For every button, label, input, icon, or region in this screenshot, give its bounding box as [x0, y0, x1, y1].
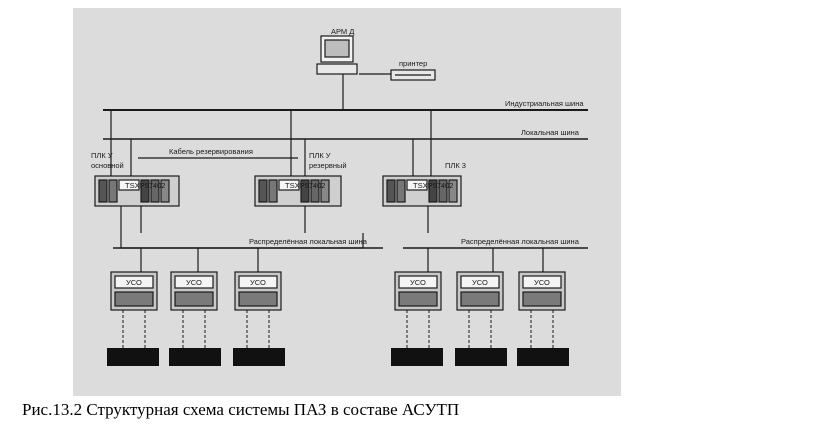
plc3-module-label: TSXP57402: [413, 181, 453, 190]
plc-reserve-module-label: TSXP57402: [285, 181, 325, 190]
plc-main-label-1: ПЛК У: [91, 151, 113, 160]
plc-main: [94, 175, 180, 207]
workstation-icon: [316, 35, 358, 75]
field-device-1: [107, 348, 159, 366]
plc-reserve-label-2: резервный: [309, 161, 347, 170]
plc-main-module-label: TSXP57402: [125, 181, 165, 190]
uso-label-1: УСО: [126, 278, 142, 287]
uso-label-2: УСО: [186, 278, 202, 287]
field-device-3: [233, 348, 285, 366]
plc-3: [382, 175, 462, 207]
uso-module-6: [518, 271, 566, 311]
plc-main-label-2: основной: [91, 161, 124, 170]
dist-bus-right-label: Распределённая локальная шина: [461, 237, 580, 246]
workstation-label: АРМ Д: [331, 27, 354, 36]
printer-label: принтер: [399, 59, 427, 68]
uso-module-4: [394, 271, 442, 311]
plc3-label: ПЛК 3: [445, 161, 466, 170]
uso-module-1: [110, 271, 158, 311]
industrial-bus-label: Индустриальная шина: [505, 99, 584, 108]
plc-reserve-label-1: ПЛК У: [309, 151, 331, 160]
uso-label-5: УСО: [472, 278, 488, 287]
uso-module-3: [234, 271, 282, 311]
reserve-cable-label: Кабель резервирования: [169, 147, 253, 156]
uso-label-4: УСО: [410, 278, 426, 287]
field-device-6: [517, 348, 569, 366]
printer-icon: [390, 69, 436, 81]
uso-label-6: УСО: [534, 278, 550, 287]
plc-reserve: [254, 175, 342, 207]
uso-label-3: УСО: [250, 278, 266, 287]
uso-module-2: [170, 271, 218, 311]
field-device-2: [169, 348, 221, 366]
uso-module-5: [456, 271, 504, 311]
dist-bus-left-label: Распределённая локальная шина: [249, 237, 368, 246]
structure-diagram: АРМ Д принтер Индустриальная шина Локаль…: [91, 27, 588, 366]
local-bus-label: Локальная шина: [521, 128, 580, 137]
field-device-5: [455, 348, 507, 366]
figure-caption: Рис.13.2 Структурная схема системы ПАЗ в…: [22, 400, 460, 419]
diagram-scan: АРМ Д принтер Индустриальная шина Локаль…: [73, 8, 621, 396]
field-device-4: [391, 348, 443, 366]
